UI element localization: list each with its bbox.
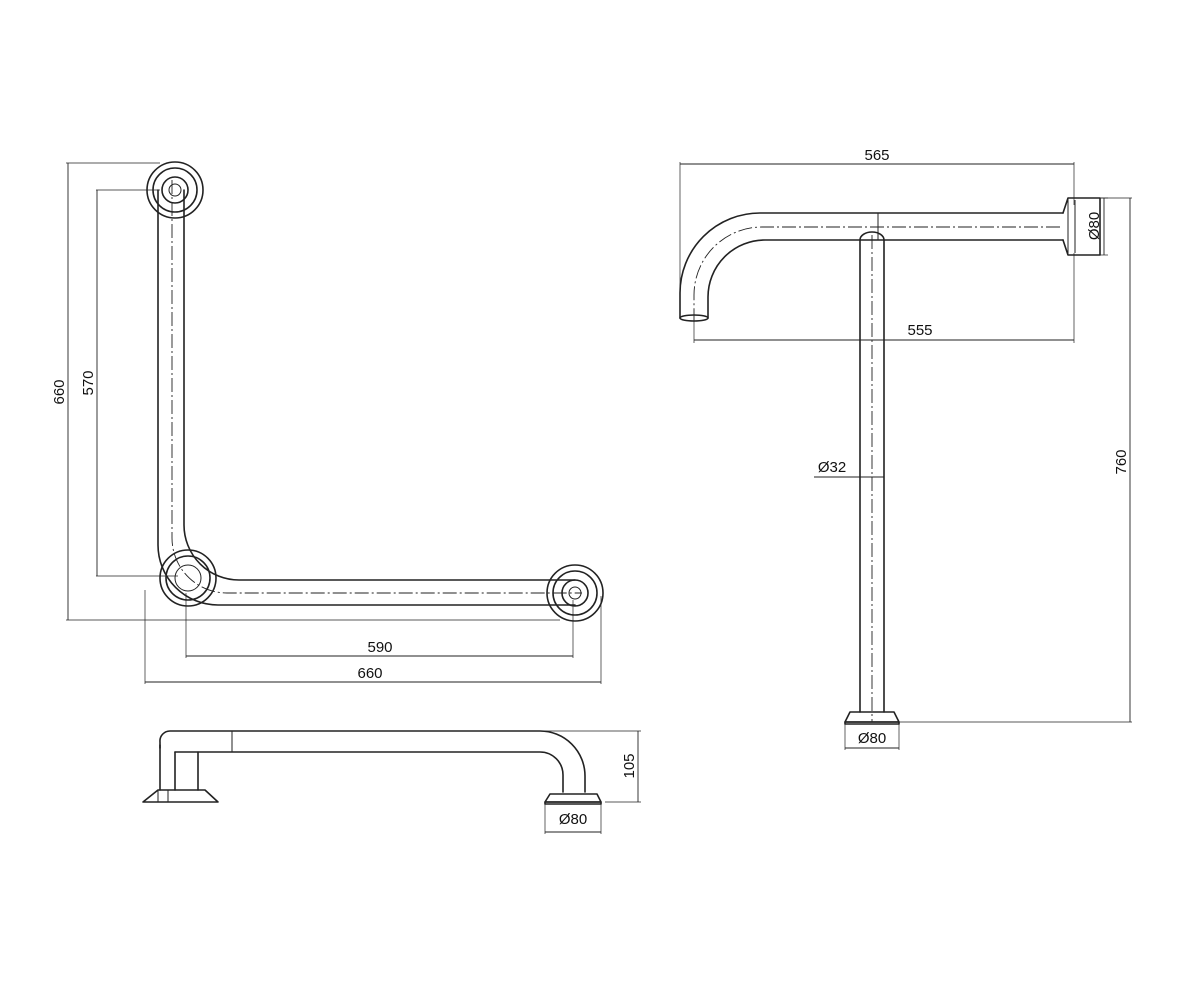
- dimension-side-flange: Ø80: [544, 804, 602, 834]
- dimension-total-width-label: 660: [357, 665, 382, 682]
- side-tube-top: [159, 730, 586, 793]
- dimension-total-height: 660: [51, 162, 560, 621]
- dimension-t-height-label: 760: [1113, 449, 1130, 474]
- t-bar-top-tube-lower: [707, 239, 1064, 319]
- dimension-axis-height: 570: [80, 189, 178, 577]
- dimension-t-height: 760: [899, 197, 1132, 723]
- dimension-t-top-width-label: 565: [864, 147, 889, 164]
- dimension-side-flange-label: Ø80: [559, 811, 587, 828]
- t-bar-top-tube-upper: [679, 212, 1064, 319]
- corner-wall-flange: [159, 549, 217, 607]
- l-bar-tube-outer: [157, 189, 576, 606]
- dimension-t-wall-flange-label: Ø80: [1086, 212, 1103, 240]
- t-bar-floor-flange: [844, 711, 900, 725]
- dimension-t-floor-flange-label: Ø80: [858, 730, 886, 747]
- side-left-flange: [142, 789, 219, 803]
- dimension-axis-height-label: 570: [80, 370, 97, 395]
- l-bar-centre-line: [171, 180, 582, 594]
- dimension-t-top-width: 565: [679, 147, 1075, 290]
- dimension-t-axis-width-label: 555: [907, 322, 932, 339]
- top-wall-flange: [146, 161, 204, 219]
- t-bar-wall-flange: [1062, 197, 1101, 256]
- l-bar-side-view: 105 Ø80: [142, 730, 641, 834]
- dimension-depth: 105: [540, 730, 641, 803]
- dimension-t-tube-diameter-label: Ø32: [818, 459, 846, 476]
- dimension-total-height-label: 660: [51, 379, 68, 404]
- t-bar-vertical-tube: [859, 239, 885, 713]
- t-bar-view: 565 555 Ø80 Ø32 760: [679, 147, 1132, 750]
- dimension-depth-label: 105: [621, 753, 638, 778]
- dimension-total-width: 660: [144, 590, 602, 684]
- l-bar-plan-view: 660 570 590 660: [51, 161, 604, 684]
- dimension-t-axis-width: 555: [693, 253, 1075, 343]
- dimension-axis-width: 590: [185, 593, 574, 658]
- dimension-t-floor-flange: Ø80: [844, 724, 900, 750]
- dimension-t-wall-flange: Ø80: [1086, 197, 1108, 256]
- dimension-t-tube-diameter: Ø32: [814, 459, 884, 478]
- side-right-flange: [544, 793, 602, 803]
- side-tube-bottom: [174, 751, 564, 793]
- l-bar-tube-inner: [183, 189, 576, 581]
- dimension-axis-width-label: 590: [367, 639, 392, 656]
